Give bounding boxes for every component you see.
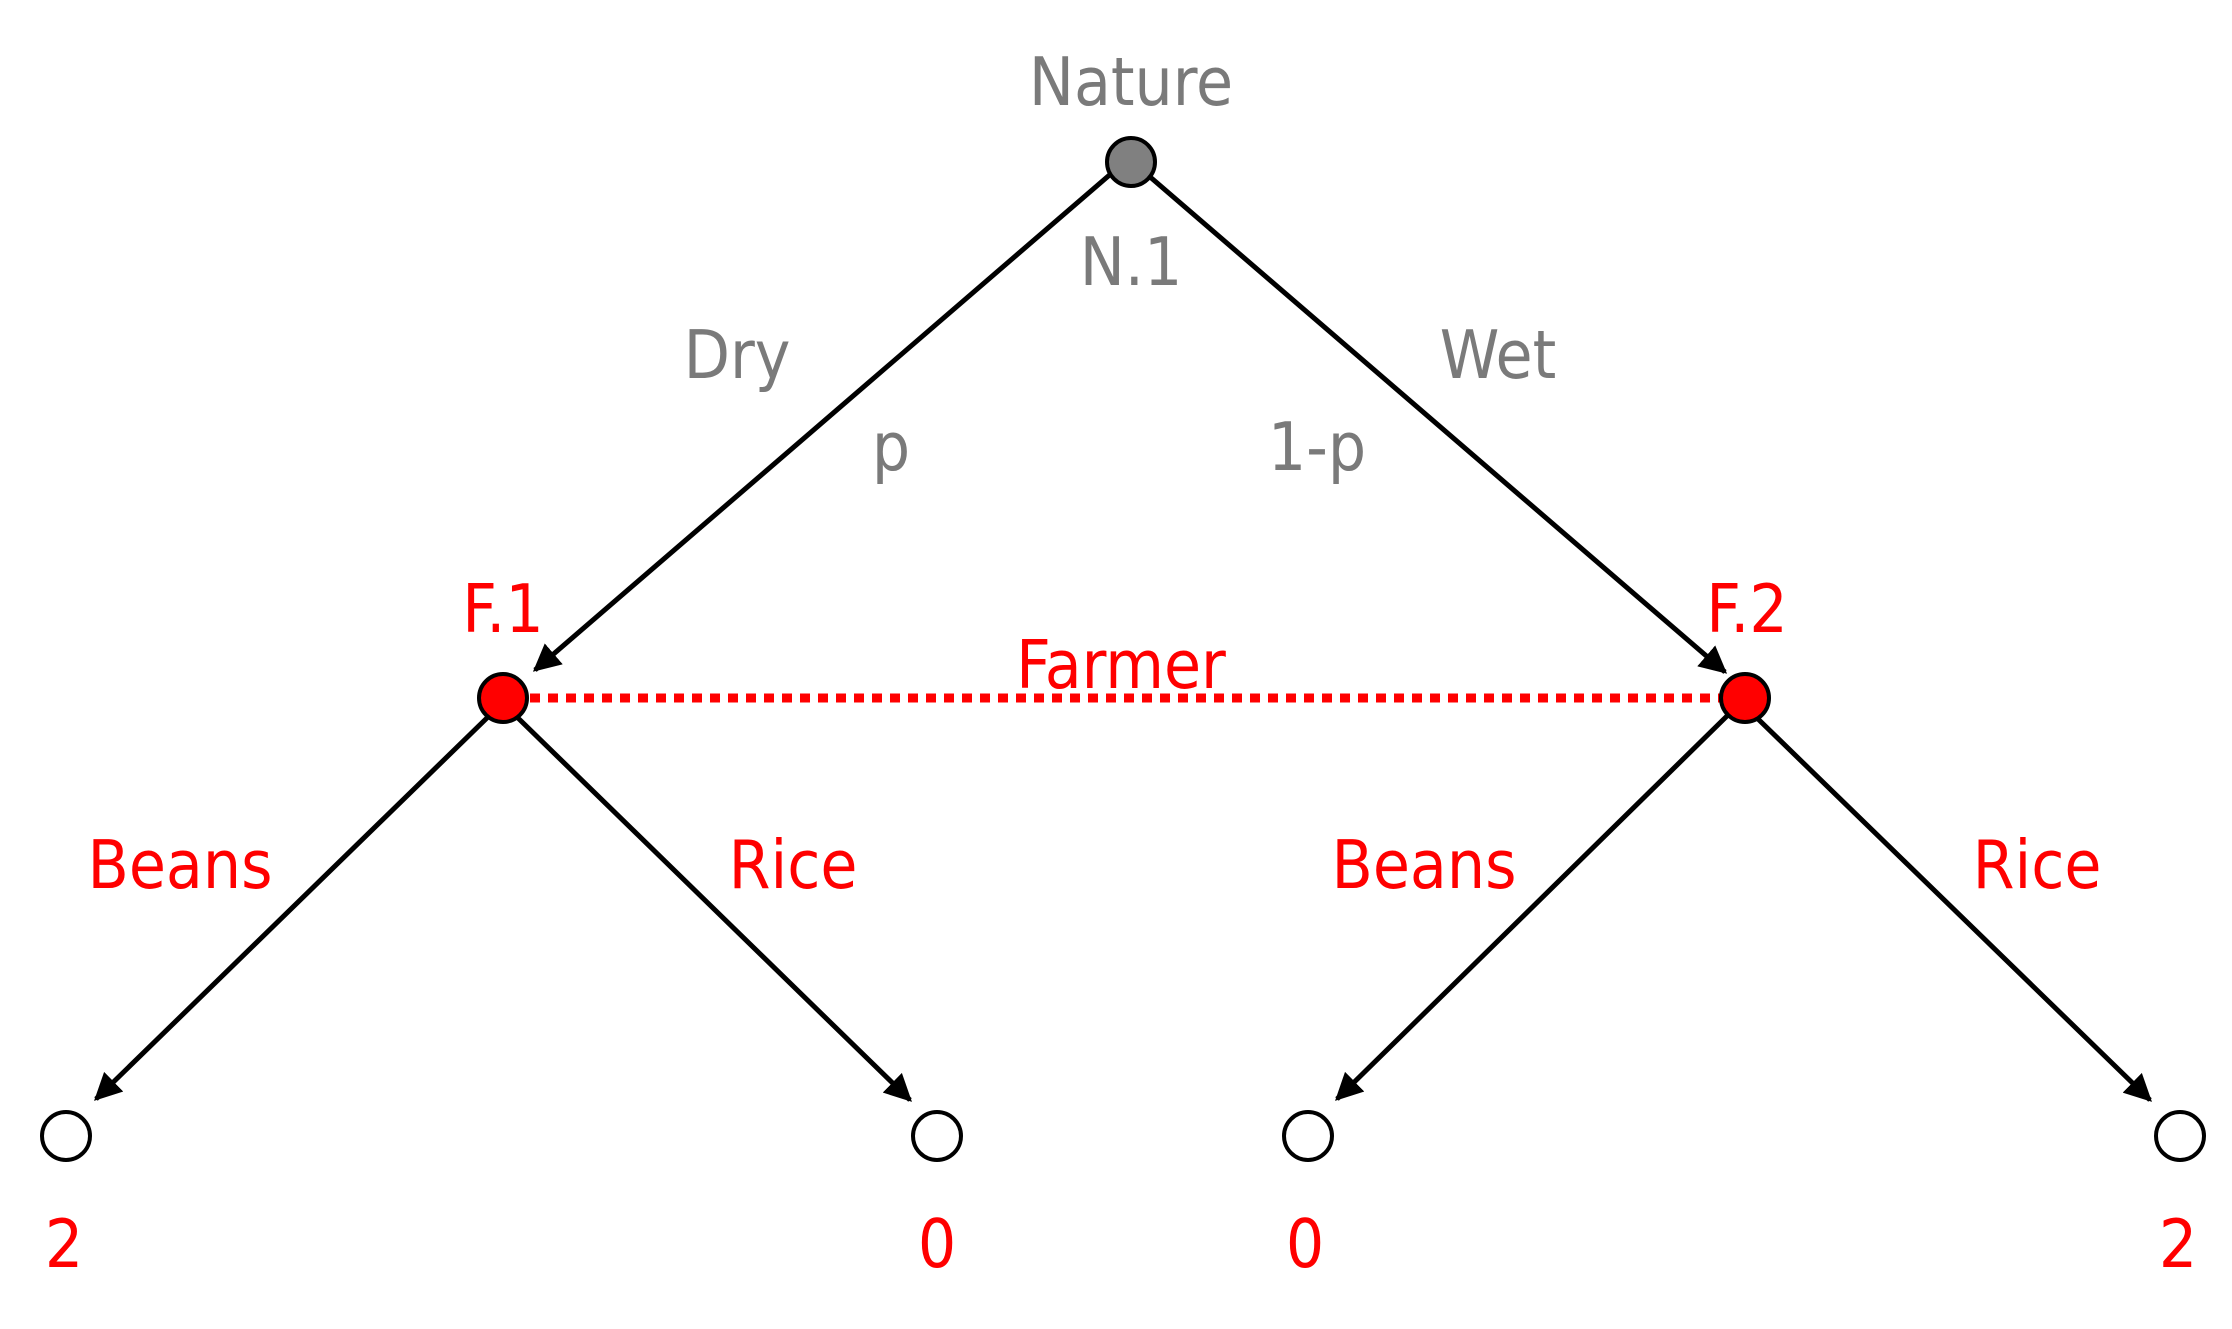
farmer-node-f2 [1719, 672, 1771, 724]
nature-player-label: Nature [1029, 43, 1233, 121]
payoff-f2-rice: 2 [2159, 1205, 2197, 1283]
f1-beans-label: Beans [87, 826, 272, 904]
edge-wet [1147, 174, 1728, 674]
terminal-node-f2-rice [2154, 1110, 2206, 1162]
farmer-node-f1-id: F.1 [462, 570, 543, 648]
farmer-node-f1 [477, 672, 529, 724]
branch-dry-label: Dry [684, 316, 791, 394]
terminal-node-f1-rice [911, 1110, 963, 1162]
terminal-node-f1-beans [40, 1110, 92, 1162]
payoff-f2-beans: 0 [1286, 1205, 1324, 1283]
payoff-f1-beans: 2 [45, 1205, 83, 1283]
f1-rice-label: Rice [729, 826, 858, 904]
f2-beans-label: Beans [1331, 826, 1516, 904]
edge-f2-beans [1335, 713, 1730, 1101]
terminal-node-f2-beans [1282, 1110, 1334, 1162]
nature-node [1105, 136, 1157, 188]
edge-f2-rice [1755, 716, 2152, 1102]
edge-f1-beans [94, 713, 492, 1101]
farmer-node-f2-id: F.2 [1706, 570, 1787, 648]
f2-rice-label: Rice [1973, 826, 2102, 904]
nature-node-id: N.1 [1080, 223, 1183, 301]
edge-f1-rice [516, 716, 912, 1102]
payoff-f1-rice: 0 [918, 1205, 956, 1283]
farmer-information-set-label: Farmer [1016, 626, 1226, 704]
branch-dry-probability: p [872, 408, 910, 486]
edge-dry [532, 170, 1115, 672]
branch-wet-probability: 1-p [1268, 408, 1366, 486]
branch-wet-label: Wet [1440, 316, 1556, 394]
